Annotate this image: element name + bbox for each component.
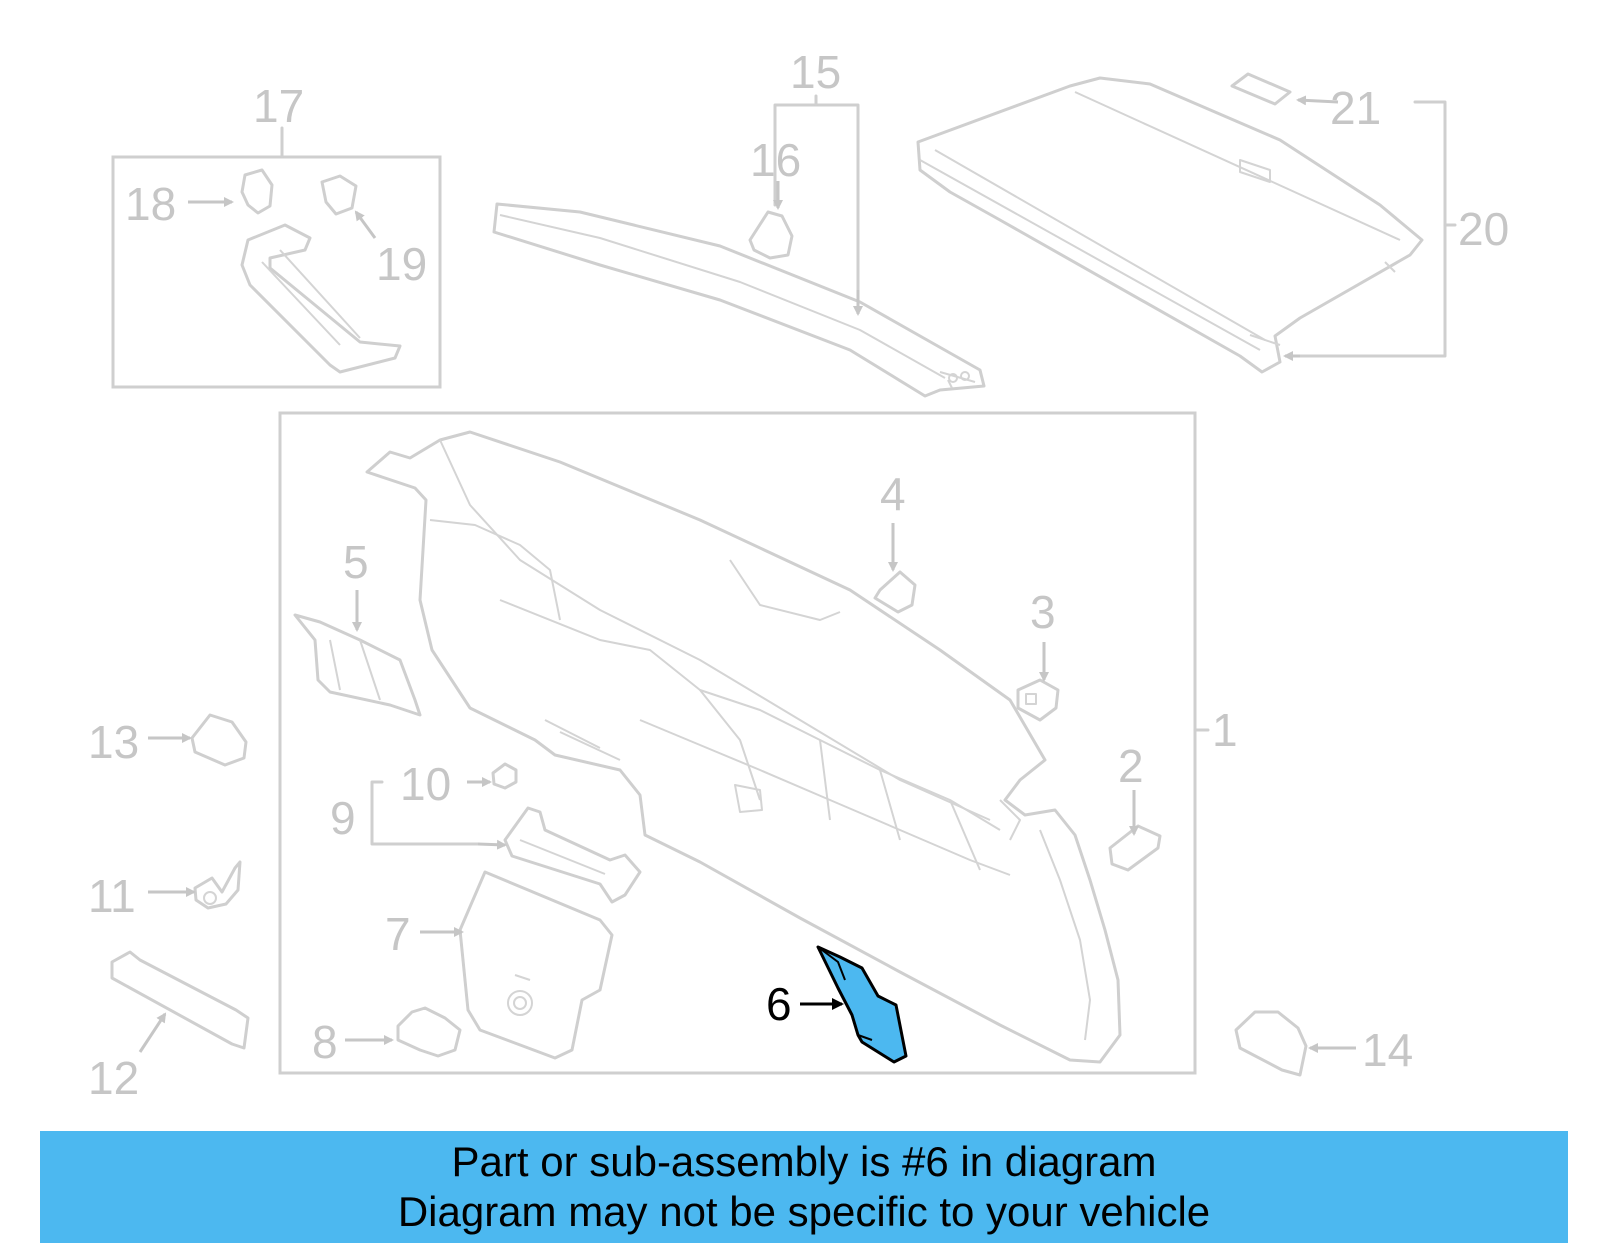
callout-1: 1 [1212,704,1238,756]
part-16-clip[interactable] [748,210,794,260]
callout-7: 7 [385,908,411,960]
part-19-clip[interactable] [320,174,358,216]
callout-15: 15 [790,46,841,98]
part-13-clip[interactable] [190,713,248,767]
callout-9: 9 [330,792,356,844]
part-4-clip[interactable] [873,570,917,614]
callout-14: 14 [1362,1024,1413,1076]
part-group-15 [492,94,986,398]
callout-17: 17 [253,80,304,132]
part-5-bracket[interactable] [293,613,422,717]
banner-line-part: Part or sub-assembly is #6 in diagram [451,1138,1157,1185]
callout-11: 11 [88,870,136,922]
callout-21: 21 [1330,82,1381,134]
part-1-liftgate-panel[interactable] [365,430,1122,1064]
part-9-bracket[interactable] [503,806,642,904]
part-group-1 [278,411,1210,1075]
callout-5: 5 [343,536,369,588]
part-8-clip[interactable] [396,1006,462,1058]
callout-13: 13 [88,716,139,768]
callout-2: 2 [1118,740,1144,792]
part-7-cover[interactable] [458,870,614,1060]
part-group-20 [916,72,1457,374]
callout-12: 12 [88,1052,139,1104]
banner-line-disclaimer: Diagram may not be specific to your vehi… [397,1188,1211,1235]
callout-19: 19 [376,238,427,290]
callout-16: 16 [750,134,801,186]
part-11-screw[interactable] [193,860,242,910]
callout-4: 4 [880,468,906,520]
part-21-clip[interactable] [1230,72,1292,106]
part-12-strip[interactable] [110,950,250,1050]
callout-8: 8 [312,1016,338,1068]
part-group-17 [111,126,442,389]
part-18-clip[interactable] [240,168,274,215]
part-3-clip[interactable] [1016,678,1060,722]
info-banner: Part or sub-assembly is #6 in diagram Di… [40,1131,1568,1243]
callout-18: 18 [125,178,176,230]
callout-6: 6 [766,978,792,1030]
part-17-handle[interactable] [240,223,402,374]
callout-20: 20 [1458,203,1509,255]
part-14-clip[interactable] [1234,1010,1308,1077]
part-15-trim-strip[interactable] [492,202,986,398]
callout-10: 10 [400,758,451,810]
part-6-bracket[interactable] [816,945,908,1064]
callout-3: 3 [1030,586,1056,638]
part-10-grommet[interactable] [491,762,518,790]
part-20-cargo-cover[interactable] [916,76,1424,374]
